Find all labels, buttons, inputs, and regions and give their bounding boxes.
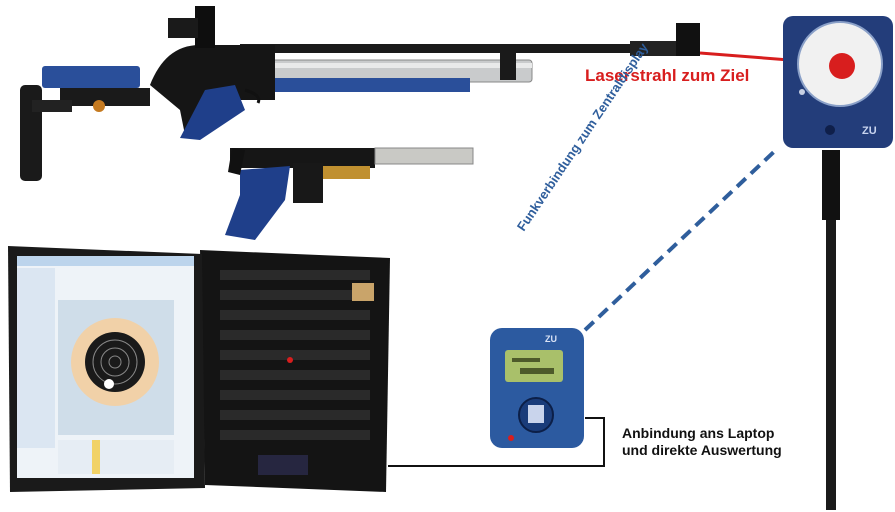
electronic-target-icon: ZU [783, 16, 893, 510]
laptop-label-line1: Anbindung ans Laptop [622, 425, 775, 441]
laptop-icon [8, 246, 390, 492]
radio-link-line [583, 146, 780, 332]
laser-label: Laserstrahl zum Ziel [585, 66, 750, 85]
laser-pistol-icon [225, 147, 474, 240]
svg-text:ZU: ZU [545, 334, 557, 344]
laptop-connection-label: Anbindung ans Laptop und direkte Auswert… [622, 425, 782, 459]
central-display-icon: ZU [490, 328, 584, 448]
laser-rifle-icon [20, 6, 700, 181]
laptop-cable [388, 417, 605, 467]
laptop-label-line2: und direkte Auswertung [622, 442, 782, 458]
svg-text:ZU: ZU [862, 125, 877, 137]
